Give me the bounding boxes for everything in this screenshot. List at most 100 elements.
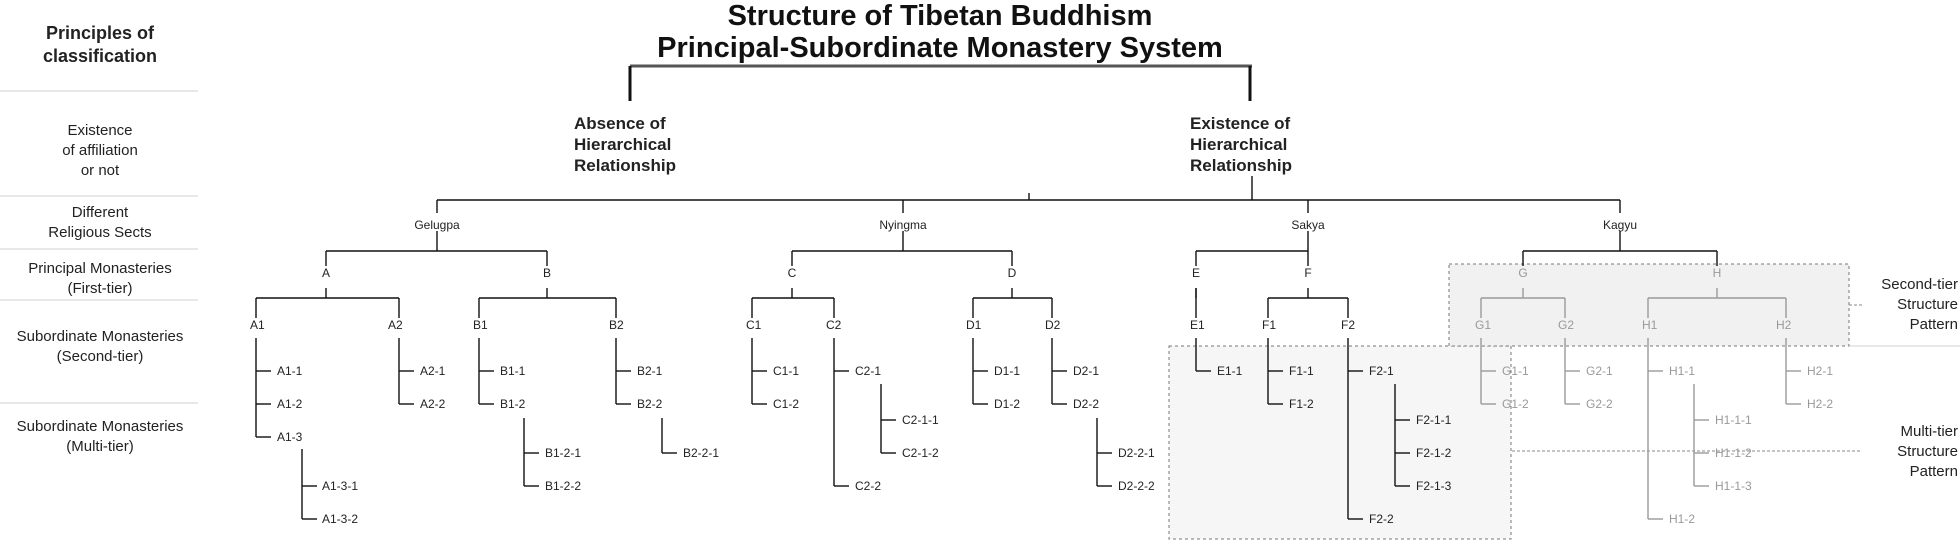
multi-tier-h1-2: H1-2 [1669, 512, 1696, 526]
multi-tier-f2-2: F2-2 [1369, 512, 1394, 526]
multi-tier-c2-1-2: C2-1-2 [902, 446, 939, 460]
multi-tier-b1-1: B1-1 [500, 364, 526, 378]
multi-tier-h1-1: H1-1 [1669, 364, 1696, 378]
multi-tier-h2-1: H2-1 [1807, 364, 1834, 378]
principal-a: A [321, 266, 330, 280]
left-row-1-line: Religious Sects [48, 224, 152, 241]
second-tier-pattern-box [1448, 263, 1850, 347]
multi-tier-g2-1: G2-1 [1586, 364, 1613, 378]
second-tier-pattern-label-line: Second-tier [1881, 276, 1958, 293]
second-tier-e1: E1 [1190, 318, 1205, 332]
multi-tier-e1-1: E1-1 [1217, 364, 1243, 378]
principal-h: H [1712, 266, 1722, 280]
multi-tier-g1-2: G1-2 [1502, 397, 1529, 411]
second-tier-h1: H1 [1642, 318, 1658, 332]
left-column-header: Principles of classification [42, 23, 158, 66]
second-tier-f1: F1 [1262, 318, 1277, 332]
multi-tier-h1-1-2: H1-1-2 [1715, 446, 1752, 460]
multi-tier-d2-2: D2-2 [1073, 397, 1100, 411]
multi-tier-a1-3: A1-3 [277, 430, 303, 444]
principal-g: G [1518, 266, 1528, 280]
multi-tier-f1-1: F1-1 [1289, 364, 1314, 378]
second-tier-a1: A1 [250, 318, 265, 332]
principal-c: C [787, 266, 797, 280]
multi-tier-b2-2: B2-2 [637, 397, 663, 411]
multi-tier-f2-1-3: F2-1-3 [1416, 479, 1452, 493]
multi-tier-a1-3-2: A1-3-2 [322, 512, 359, 526]
sect-sakya: Sakya [1291, 218, 1325, 232]
left-row-0: Existence of affiliation or not [2, 121, 198, 181]
multi-tier-a1-3-1: A1-3-1 [322, 479, 359, 493]
second-tier-f2: F2 [1341, 318, 1356, 332]
multi-tier-h1-1-1: H1-1-1 [1715, 413, 1752, 427]
multi-tier-pattern-label-line: Structure [1897, 443, 1958, 460]
left-row-0-line: or not [80, 162, 120, 179]
multi-tier-b2-1: B2-1 [637, 364, 663, 378]
left-row-4: Subordinate Monasteries (Multi-tier) [2, 417, 198, 457]
multi-tier-f2-1-1: F2-1-1 [1416, 413, 1452, 427]
category-existence-line: Hierarchical [1190, 135, 1288, 154]
multi-tier-d1-1: D1-1 [994, 364, 1021, 378]
left-row-3: Subordinate Monasteries (Second-tier) [2, 327, 198, 367]
left-row-2: Principal Monasteries (First-tier) [2, 259, 198, 299]
left-row-3-line: Subordinate Monasteries [16, 328, 184, 345]
sect-nyingma: Nyingma [879, 218, 927, 232]
principal-d: D [1007, 266, 1017, 280]
multi-tier-h1-1-3: H1-1-3 [1715, 479, 1752, 493]
multi-tier-d2-2-2: D2-2-2 [1118, 479, 1155, 493]
multi-tier-d1-2: D1-2 [994, 397, 1021, 411]
left-row-2-line: (First-tier) [67, 280, 133, 297]
left-row-4-line: Subordinate Monasteries [16, 418, 184, 435]
category-absence-line: Absence of [574, 114, 666, 133]
multi-tier-b1-2-2: B1-2-2 [545, 479, 582, 493]
category-absence-line: Hierarchical [574, 135, 672, 154]
left-row-2-line: Principal Monasteries [28, 260, 172, 277]
category-absence-line: Relationship [574, 156, 677, 175]
left-row-0-line: of affiliation [62, 142, 138, 159]
category-existence-line: Relationship [1190, 156, 1293, 175]
second-tier-c1: C1 [746, 318, 762, 332]
second-tier-d1: D1 [966, 318, 982, 332]
left-row-4-line: (Multi-tier) [66, 438, 134, 455]
multi-tier-f2-1-2: F2-1-2 [1416, 446, 1452, 460]
second-tier-g2: G2 [1558, 318, 1575, 332]
second-tier-c2: C2 [826, 318, 842, 332]
second-tier-pattern-label-line: Structure [1897, 296, 1958, 313]
left-row-3-line: (Second-tier) [56, 348, 144, 365]
multi-tier-a2-1: A2-1 [420, 364, 446, 378]
multi-tier-pattern-label-line: Pattern [1909, 463, 1958, 480]
multi-tier-d2-2-1: D2-2-1 [1118, 446, 1155, 460]
multi-tier-c2-2: C2-2 [855, 479, 882, 493]
second-tier-g1: G1 [1475, 318, 1492, 332]
second-tier-a2: A2 [388, 318, 403, 332]
multi-tier-c2-1-1: C2-1-1 [902, 413, 939, 427]
multi-tier-g1-1: G1-1 [1502, 364, 1529, 378]
second-tier-pattern-label-line: Pattern [1909, 316, 1958, 333]
left-row-1-line: Different [71, 204, 129, 221]
second-tier-h2: H2 [1776, 318, 1792, 332]
multi-tier-b2-2-1: B2-2-1 [683, 446, 720, 460]
second-tier-d2: D2 [1045, 318, 1061, 332]
title-line-2: Principal-Subordinate Monastery System [657, 32, 1223, 64]
multi-tier-h2-2: H2-2 [1807, 397, 1834, 411]
multi-tier-a1-2: A1-2 [277, 397, 303, 411]
multi-tier-a1-1: A1-1 [277, 364, 303, 378]
multi-tier-c1-1: C1-1 [773, 364, 800, 378]
multi-tier-pattern-box [1168, 345, 1512, 540]
multi-tier-f1-2: F1-2 [1289, 397, 1314, 411]
diagram-title: Structure of Tibetan Buddhism Principal-… [560, 0, 1320, 64]
category-existence-line: Existence of [1190, 114, 1291, 133]
multi-tier-b1-2: B1-2 [500, 397, 526, 411]
title-line-1: Structure of Tibetan Buddhism [727, 0, 1153, 32]
sect-gelugpa: Gelugpa [414, 218, 460, 232]
multi-tier-pattern-label-line: Multi-tier [1900, 423, 1958, 440]
left-row-0-line: Existence [67, 122, 133, 139]
multi-tier-f2-1: F2-1 [1369, 364, 1394, 378]
multi-tier-g2-2: G2-2 [1586, 397, 1613, 411]
principal-b: B [542, 266, 551, 280]
